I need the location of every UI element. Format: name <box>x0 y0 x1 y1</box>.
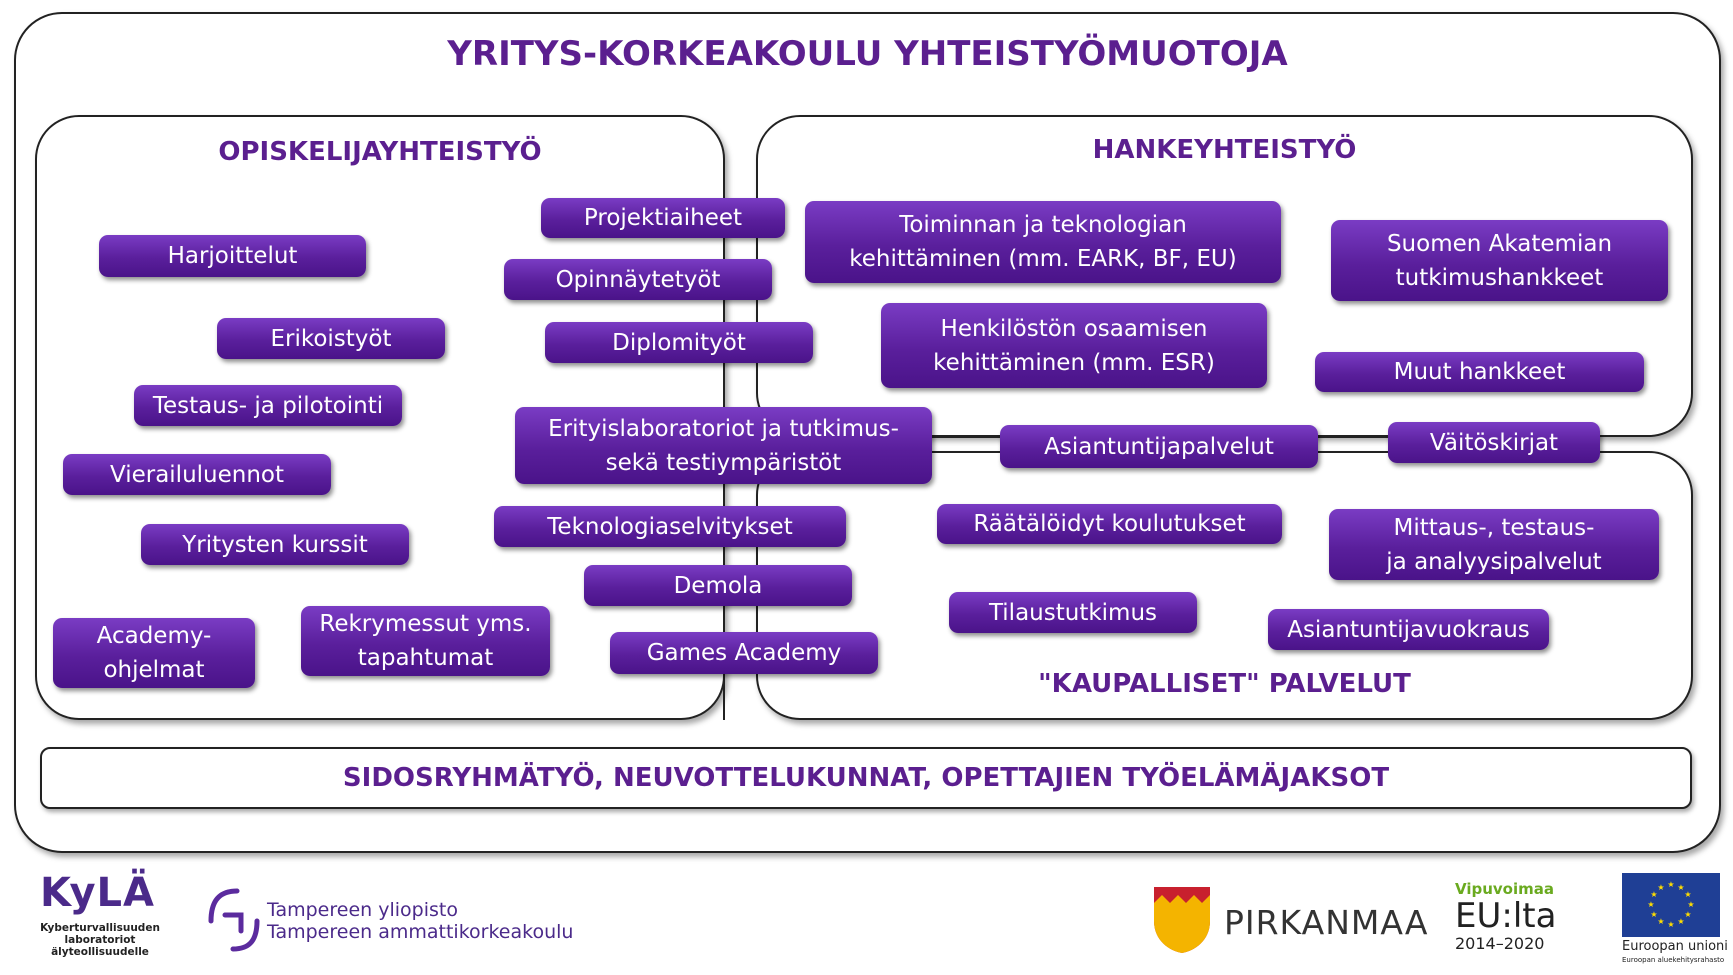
stakeholder-bar-text: SIDOSRYHMÄTYÖ, NEUVOTTELUKUNNAT, OPETTAJ… <box>342 763 1390 793</box>
commercial-services-group <box>756 451 1693 720</box>
item-henkiloston-osaamisen: Henkilöstön osaamisen kehittäminen (mm. … <box>881 303 1267 388</box>
eulta-text: EU:lta <box>1455 896 1557 936</box>
item-toiminnan-kehittaminen: Toiminnan ja teknologian kehittäminen (m… <box>805 201 1281 283</box>
svg-text:★: ★ <box>1677 883 1684 892</box>
item-tilaustutkimus: Tilaustutkimus <box>949 592 1197 633</box>
item-games-academy: Games Academy <box>610 632 878 674</box>
kyla-logo-name: KyLÄ <box>40 870 155 916</box>
item-vierailuluennot: Vierailuluennot <box>63 454 331 495</box>
item-erityislaboratoriot: Erityislaboratoriot ja tutkimus- sekä te… <box>515 407 932 484</box>
pirkanmaa-coat-of-arms-icon <box>1154 887 1210 953</box>
eu-flag-icon: ★ ★ ★ ★ ★ ★ ★ ★ ★ ★ ★ ★ <box>1622 873 1720 937</box>
years-text: 2014–2020 <box>1455 934 1545 953</box>
svg-text:★: ★ <box>1657 917 1664 926</box>
item-asiantuntijavuokraus: Asiantuntijavuokraus <box>1268 609 1549 650</box>
item-projektiaiheet: Projektiaiheet <box>541 198 785 238</box>
item-rekrymessut: Rekrymessut yms. tapahtumat <box>301 606 550 676</box>
item-erikoistyot: Erikoistyöt <box>217 318 445 359</box>
item-asiantuntijapalvelut: Asiantuntijapalvelut <box>1000 425 1318 468</box>
section-title-project: HANKEYHTEISTYÖ <box>1092 135 1357 165</box>
item-demola: Demola <box>584 565 852 606</box>
eu-line-1: Euroopan unioni <box>1622 939 1728 954</box>
section-title-commercial: "KAUPALLISET" PALVELUT <box>1038 669 1411 699</box>
svg-text:★: ★ <box>1667 880 1674 889</box>
item-diplomityot: Diplomityöt <box>545 322 813 363</box>
tampere-logo: Tampereen yliopisto Tampereen ammattikor… <box>205 885 573 955</box>
svg-text:★: ★ <box>1667 920 1674 929</box>
item-suomen-akatemian: Suomen Akatemian tutkimushankkeet <box>1331 220 1668 301</box>
item-raataloidyt-koulutukset: Räätälöidyt koulutukset <box>937 504 1282 544</box>
svg-text:★: ★ <box>1650 890 1657 899</box>
svg-text:★: ★ <box>1677 917 1684 926</box>
svg-text:★: ★ <box>1687 900 1694 909</box>
tampere-line-2: Tampereen ammattikorkeakoulu <box>267 921 574 943</box>
item-muut-hankkeet: Muut hankkeet <box>1315 352 1644 392</box>
tampere-bracket-icon <box>208 888 260 952</box>
pirkanmaa-logo: PIRKANMAA <box>1152 885 1427 955</box>
svg-text:★: ★ <box>1647 900 1654 909</box>
eu-line-2: Euroopan aluekehitysrahasto <box>1622 956 1725 964</box>
svg-text:★: ★ <box>1684 910 1691 919</box>
eu-logo: ★ ★ ★ ★ ★ ★ ★ ★ ★ ★ ★ ★ Euroopan unioni … <box>1622 873 1728 973</box>
svg-text:★: ★ <box>1657 883 1664 892</box>
item-vaitoskirjat: Väitöskirjat <box>1388 422 1600 463</box>
stakeholder-bar: SIDOSRYHMÄTYÖ, NEUVOTTELUKUNNAT, OPETTAJ… <box>40 747 1692 809</box>
svg-text:★: ★ <box>1684 890 1691 899</box>
item-mittaus-testaus: Mittaus-, testaus- ja analyysipalvelut <box>1329 509 1659 580</box>
main-title: YRITYS-KORKEAKOULU YHTEISTYÖMUOTOJA <box>447 34 1288 74</box>
item-testaus-pilotointi: Testaus- ja pilotointi <box>134 385 402 426</box>
vipuvoimaa-logo: Vipuvoimaa EU:lta 2014–2020 <box>1455 880 1575 970</box>
tampere-line-1: Tampereen yliopisto <box>267 899 458 921</box>
item-teknologiaselvitykset: Teknologiaselvitykset <box>494 506 846 547</box>
pirkanmaa-text: PIRKANMAA <box>1224 903 1429 942</box>
section-title-student: OPISKELIJAYHTEISTYÖ <box>218 137 542 167</box>
item-harjoittelut: Harjoittelut <box>99 235 366 277</box>
kyla-logo-subtitle: Kyberturvallisuuden laboratoriot älyteol… <box>40 922 160 958</box>
vipuvoimaa-text: Vipuvoimaa <box>1455 880 1555 898</box>
svg-text:★: ★ <box>1650 910 1657 919</box>
item-opinnaytetyot: Opinnäytetyöt <box>504 259 772 300</box>
kyla-logo: KyLÄ Kyberturvallisuuden laboratoriot äl… <box>40 870 170 970</box>
item-academy-ohjelmat: Academy- ohjelmat <box>53 618 255 688</box>
item-yritysten-kurssit: Yritysten kurssit <box>141 524 409 565</box>
